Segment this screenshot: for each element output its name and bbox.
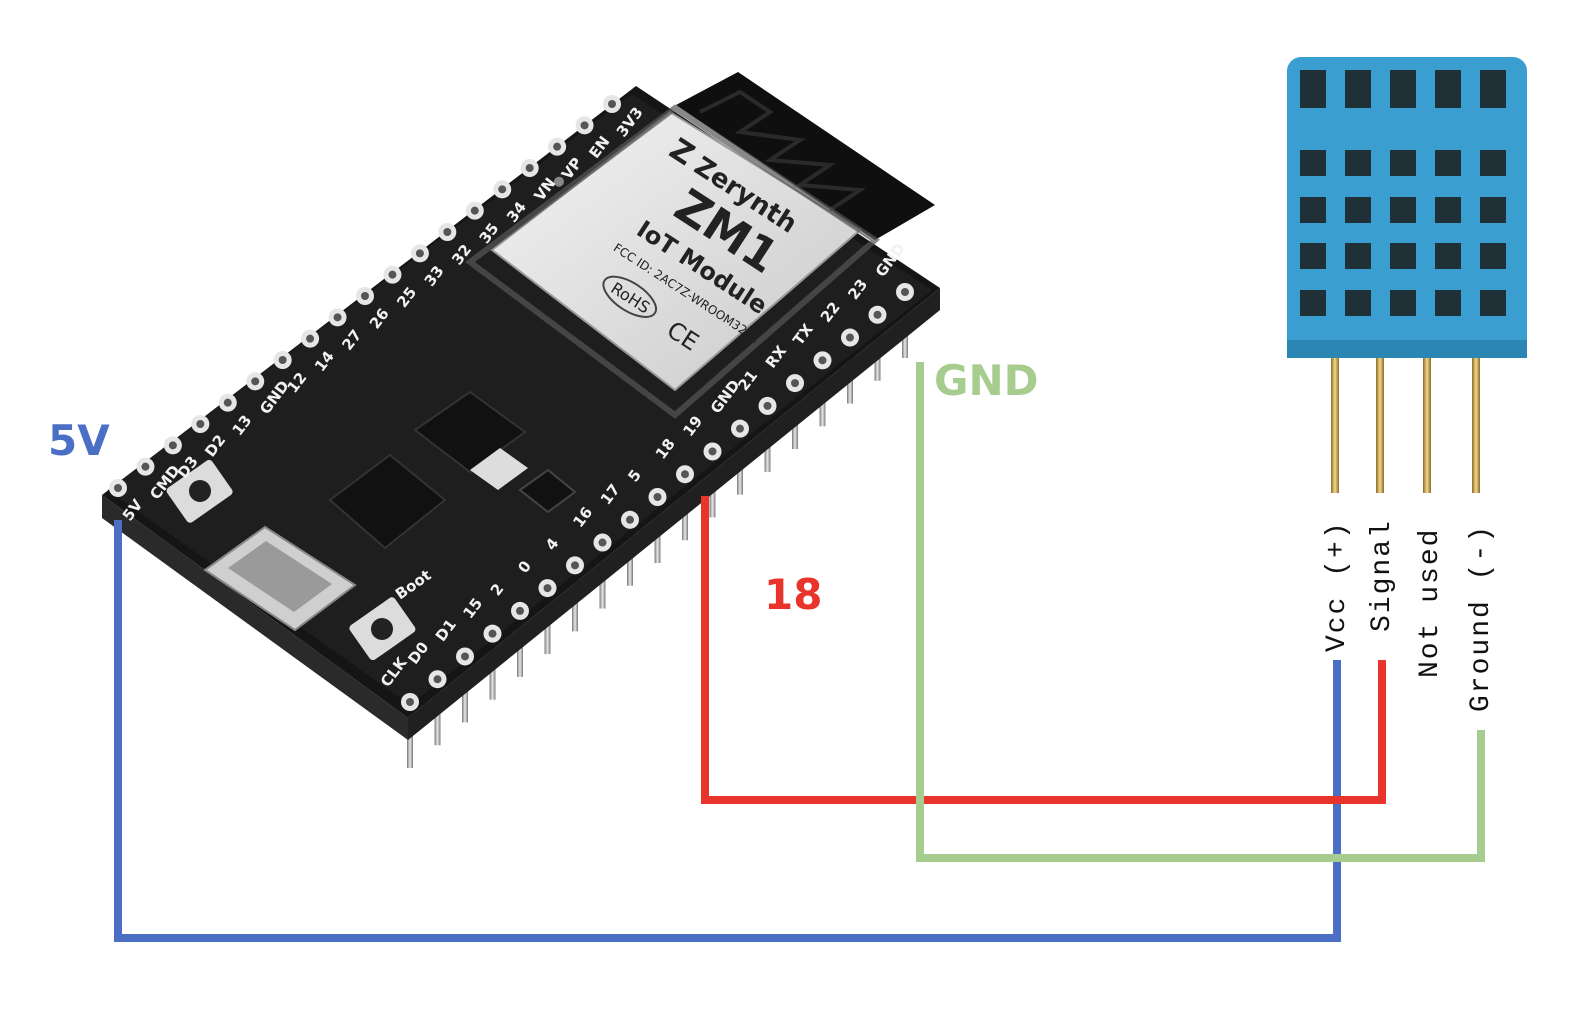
- top-pin-center: [470, 206, 479, 215]
- grille-hole: [1300, 197, 1326, 223]
- grille-hole: [1480, 243, 1506, 269]
- grille-hole: [1345, 70, 1371, 108]
- bottom-pin-center: [873, 310, 882, 319]
- bottom-pin-center: [516, 606, 524, 615]
- micro-usb-opening: [228, 541, 332, 612]
- grille-hole: [1390, 70, 1416, 108]
- grille-hole: [1345, 243, 1371, 269]
- en-button[interactable]: [165, 458, 234, 524]
- top-pin-center: [251, 377, 260, 386]
- sensor-pin-leg: [1472, 358, 1480, 493]
- grille-hole: [1345, 197, 1371, 223]
- bottom-pin-center: [433, 675, 442, 684]
- wire-label-18: 18: [764, 570, 823, 619]
- grille-hole: [1435, 150, 1461, 176]
- top-pin-center: [415, 249, 424, 258]
- bottom-pin-center: [736, 424, 744, 433]
- sensor-pin-leg: [1331, 358, 1339, 493]
- sensor-pins: [1331, 358, 1480, 493]
- top-pin-center: [608, 100, 616, 108]
- grille-hole: [1390, 290, 1416, 316]
- sensor-pin-leg: [1376, 358, 1384, 493]
- top-pin-center: [196, 420, 205, 428]
- top-pin-center: [498, 185, 507, 194]
- pcb-side: [102, 495, 408, 740]
- sensor-pin-label-ground: Ground (-): [1466, 523, 1497, 712]
- bottom-pin-center: [791, 379, 799, 388]
- bottom-pin-center: [653, 493, 662, 501]
- antenna-pcb: [676, 72, 935, 240]
- dht11-sensor: [1287, 57, 1527, 493]
- esp32-board: Z Zerynth ZM1 IoT Module FCC ID: 2AC7Z-W…: [102, 72, 940, 768]
- grille-hole: [1480, 197, 1506, 223]
- grille-hole: [1300, 290, 1326, 316]
- top-pin-center: [306, 334, 315, 343]
- bottom-pin-center: [901, 288, 909, 296]
- bottom-pin-center: [406, 698, 414, 706]
- wire-label-5v: 5V: [48, 416, 110, 465]
- transistor-chip: [518, 468, 577, 514]
- grille-hole: [1435, 243, 1461, 269]
- boot-button[interactable]: [348, 596, 417, 662]
- bottom-pin-center: [846, 333, 854, 342]
- bottom-pin-center: [571, 561, 579, 570]
- rohs-badge: [602, 275, 658, 318]
- top-pin-center: [223, 398, 232, 407]
- top-pin-center: [168, 441, 177, 450]
- grille-hole: [1300, 150, 1326, 176]
- grille-hole: [1300, 243, 1326, 269]
- bottom-pin-center: [818, 356, 827, 365]
- grille-hole: [1390, 150, 1416, 176]
- top-pin-center: [114, 484, 122, 492]
- antenna-trace: [699, 89, 866, 212]
- bottom-pin-center: [488, 629, 497, 638]
- sensor-grille: [1300, 70, 1506, 316]
- bottom-pin-center: [681, 470, 689, 479]
- pcb-side-right: [408, 288, 940, 740]
- sensor-body-base: [1287, 340, 1527, 358]
- top-pin-center: [278, 356, 287, 364]
- module-dot: [553, 176, 564, 187]
- top-pin-center: [141, 462, 150, 471]
- grille-hole: [1435, 70, 1461, 108]
- grille-hole: [1435, 197, 1461, 223]
- grille-hole: [1345, 150, 1371, 176]
- grille-hole: [1300, 70, 1326, 108]
- sensor-pin-label-vcc: Vcc (+): [1322, 520, 1353, 652]
- top-pin-center: [388, 270, 397, 279]
- grille-hole: [1390, 243, 1416, 269]
- bottom-pin-center: [626, 515, 634, 524]
- sensor-pin-label-signal: Signal: [1367, 519, 1398, 632]
- grille-hole: [1480, 290, 1506, 316]
- sensor-pin-leg: [1423, 358, 1431, 493]
- top-pin-center: [580, 121, 589, 130]
- grille-hole: [1480, 70, 1506, 108]
- regulator-tab: [470, 448, 528, 490]
- wire-label-gnd: GND: [934, 356, 1039, 405]
- top-pin-center: [333, 313, 342, 322]
- wire-gnd: [916, 362, 1485, 862]
- bottom-pin-center: [763, 401, 772, 410]
- bottom-pin-center: [461, 652, 469, 661]
- sensor-pin-label-not-used: Not used: [1415, 527, 1446, 678]
- bottom-pin-center: [708, 447, 717, 456]
- top-pin-center: [443, 228, 452, 236]
- grille-hole: [1390, 197, 1416, 223]
- module-label: Z Zerynth ZM1 IoT Module FCC ID: 2AC7Z-W…: [553, 132, 802, 357]
- wire-gpio18: [701, 496, 1386, 804]
- top-pin-center: [361, 292, 369, 300]
- bottom-pin-center: [598, 538, 607, 547]
- grille-hole: [1435, 290, 1461, 316]
- grille-hole: [1480, 150, 1506, 176]
- usb-uart-chip: [328, 453, 447, 550]
- grille-hole: [1345, 290, 1371, 316]
- module-base: [464, 104, 880, 419]
- bottom-pin-center: [543, 584, 552, 593]
- top-pin-center: [553, 142, 562, 151]
- top-pin-center: [525, 164, 534, 172]
